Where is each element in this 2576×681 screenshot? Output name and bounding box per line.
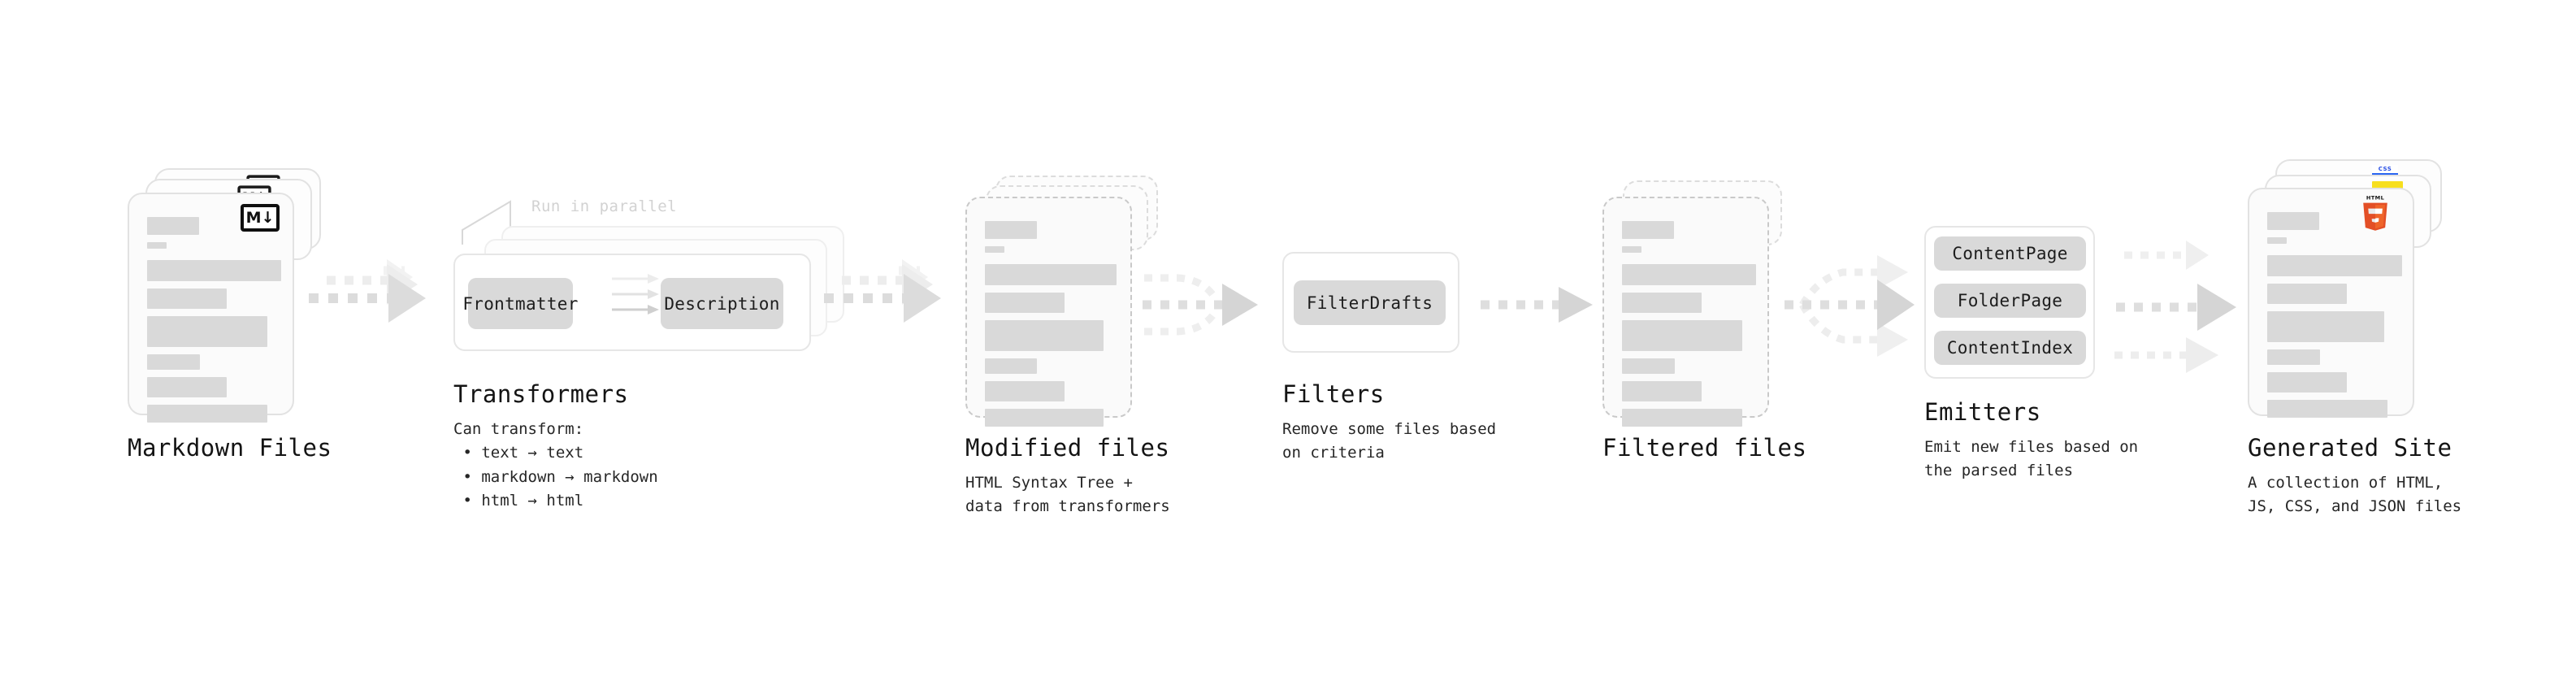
modified-files-description: HTML Syntax Tree + data from transformer…: [965, 474, 1170, 516]
modified-skeleton-bars: [985, 221, 1117, 434]
skeleton-bar: [1622, 381, 1702, 401]
skeleton-bar: [1622, 264, 1756, 285]
emitters-description: Emit new files based on the parsed files: [1924, 438, 2139, 480]
skeleton-bar: [147, 288, 227, 309]
connector-modified-to-filters: [1143, 274, 1258, 336]
skeleton-bar: [2267, 237, 2287, 244]
modified-sheet-front: [965, 197, 1132, 427]
skeleton-bar: [147, 242, 167, 249]
skeleton-bar: [2267, 212, 2319, 230]
emitter-chip-contentpage[interactable]: ContentPage: [1934, 236, 2086, 271]
skeleton-bar: [147, 260, 281, 281]
skeleton-bar: [1622, 320, 1742, 351]
modified-files-title: Modified files: [965, 434, 1170, 462]
generated-site-description: A collection of HTML, JS, CSS, and JSON …: [2248, 474, 2462, 516]
connector-md-to-transformers: [309, 259, 426, 323]
skeleton-bar: [985, 221, 1037, 239]
transformer-inner-arrows: [612, 274, 659, 314]
skeleton-bar: [985, 358, 1037, 374]
site-sheet-front: [2248, 188, 2414, 418]
filtered-sheet-front: [1602, 197, 1769, 427]
transformers-description: Can transform: • text → text • markdown …: [453, 420, 658, 510]
skeleton-bar: [985, 409, 1104, 427]
filters-description: Remove some files based on criteria: [1282, 420, 1497, 462]
filtered-skeleton-bars: [1622, 221, 1756, 434]
skeleton-bar: [1622, 221, 1674, 239]
run-in-parallel-bracket: [462, 200, 511, 245]
filter-chip-filterdrafts[interactable]: FilterDrafts: [1294, 280, 1446, 325]
site-skeleton-bars: [2267, 212, 2402, 425]
css-badge-label: CSS: [2372, 165, 2398, 173]
transformer-chip-description[interactable]: Description: [661, 278, 783, 329]
skeleton-bar: [2267, 400, 2387, 418]
filtered-files-title: Filtered files: [1602, 434, 1807, 462]
skeleton-bar: [147, 217, 199, 235]
skeleton-bar: [985, 381, 1065, 401]
skeleton-bar: [147, 405, 267, 423]
skeleton-bar: [1622, 246, 1641, 253]
skeleton-bar: [985, 246, 1004, 253]
filters-title: Filters: [1282, 380, 1385, 408]
skeleton-bar: [2267, 311, 2384, 342]
emitter-chip-contentindex[interactable]: ContentIndex: [1934, 331, 2086, 365]
connector-filters-to-filtered: [1481, 287, 1593, 323]
skeleton-bar: [985, 264, 1117, 285]
skeleton-bar: [2267, 349, 2320, 365]
skeleton-bar: [147, 316, 267, 347]
html5-icon: HTML: [2363, 195, 2387, 231]
skeleton-bar: [2267, 284, 2347, 304]
markdown-files-title: Markdown Files: [128, 434, 332, 462]
skeleton-bar: [1622, 293, 1702, 313]
connector-transformers-to-modified: [824, 259, 941, 323]
skeleton-bar: [147, 354, 200, 370]
connector-emitters-to-site: [2114, 241, 2236, 373]
generated-site-title: Generated Site: [2248, 434, 2452, 462]
run-in-parallel-note: Run in parallel: [531, 197, 678, 215]
markdown-badge: M↓: [241, 204, 280, 232]
markdown-skeleton-bars: [147, 217, 281, 430]
transformers-title: Transformers: [453, 380, 629, 408]
skeleton-bar: [1622, 358, 1675, 374]
skeleton-bar: [147, 377, 227, 397]
skeleton-bar: [2267, 255, 2402, 276]
skeleton-bar: [985, 293, 1065, 313]
skeleton-bar: [1622, 409, 1742, 427]
transformer-chip-frontmatter[interactable]: Frontmatter: [462, 278, 578, 329]
emitters-title: Emitters: [1924, 398, 2041, 426]
emitter-chip-folderpage[interactable]: FolderPage: [1934, 284, 2086, 318]
connector-filtered-to-emitters: [1785, 255, 1915, 357]
svg-text:HTML: HTML: [2366, 195, 2384, 202]
skeleton-bar: [985, 320, 1104, 351]
skeleton-bar: [2267, 372, 2347, 393]
